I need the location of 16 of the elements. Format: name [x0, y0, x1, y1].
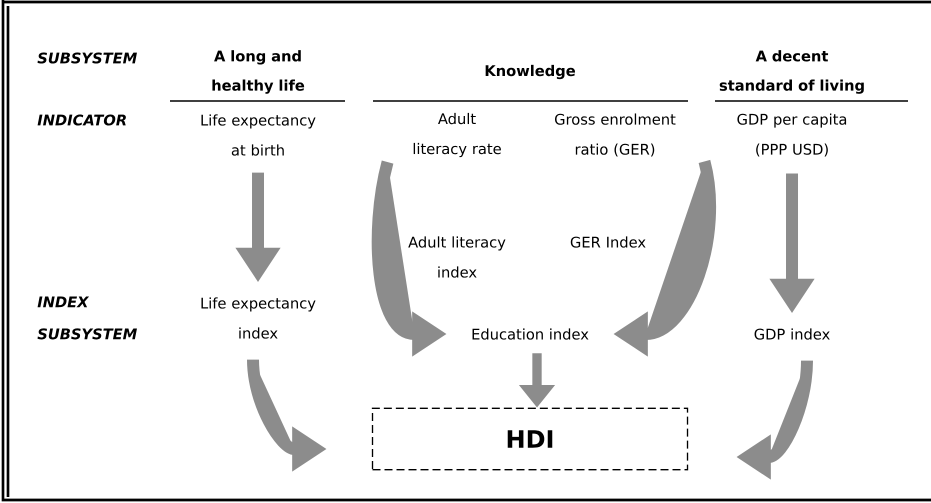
node-text: GDP per capita (PPP USD) — [737, 113, 846, 157]
node-text: Adult literacy rate — [414, 112, 501, 158]
column-heading: A decent standard of living — [720, 50, 864, 94]
node-text: Gross enrolment ratio (GER) — [555, 113, 676, 157]
column-heading: Knowledge — [486, 64, 575, 80]
indicator-text: Adult literacy index — [408, 236, 506, 278]
row-label: SUBSYSTEM — [38, 52, 137, 64]
column-heading: A long and healthy life — [212, 50, 304, 94]
node-text: Life expectancy at birth — [201, 114, 316, 156]
indicator-text: GER Index — [570, 236, 646, 248]
row-label: INDEX SUBSYSTEM — [38, 296, 137, 340]
node-text: GDP index — [754, 328, 830, 340]
dashed-box: HDI — [372, 408, 688, 470]
node-text: Life expectancy index — [201, 297, 316, 339]
row-label: INDICATOR — [38, 114, 126, 126]
node-text: Education index — [472, 328, 588, 340]
